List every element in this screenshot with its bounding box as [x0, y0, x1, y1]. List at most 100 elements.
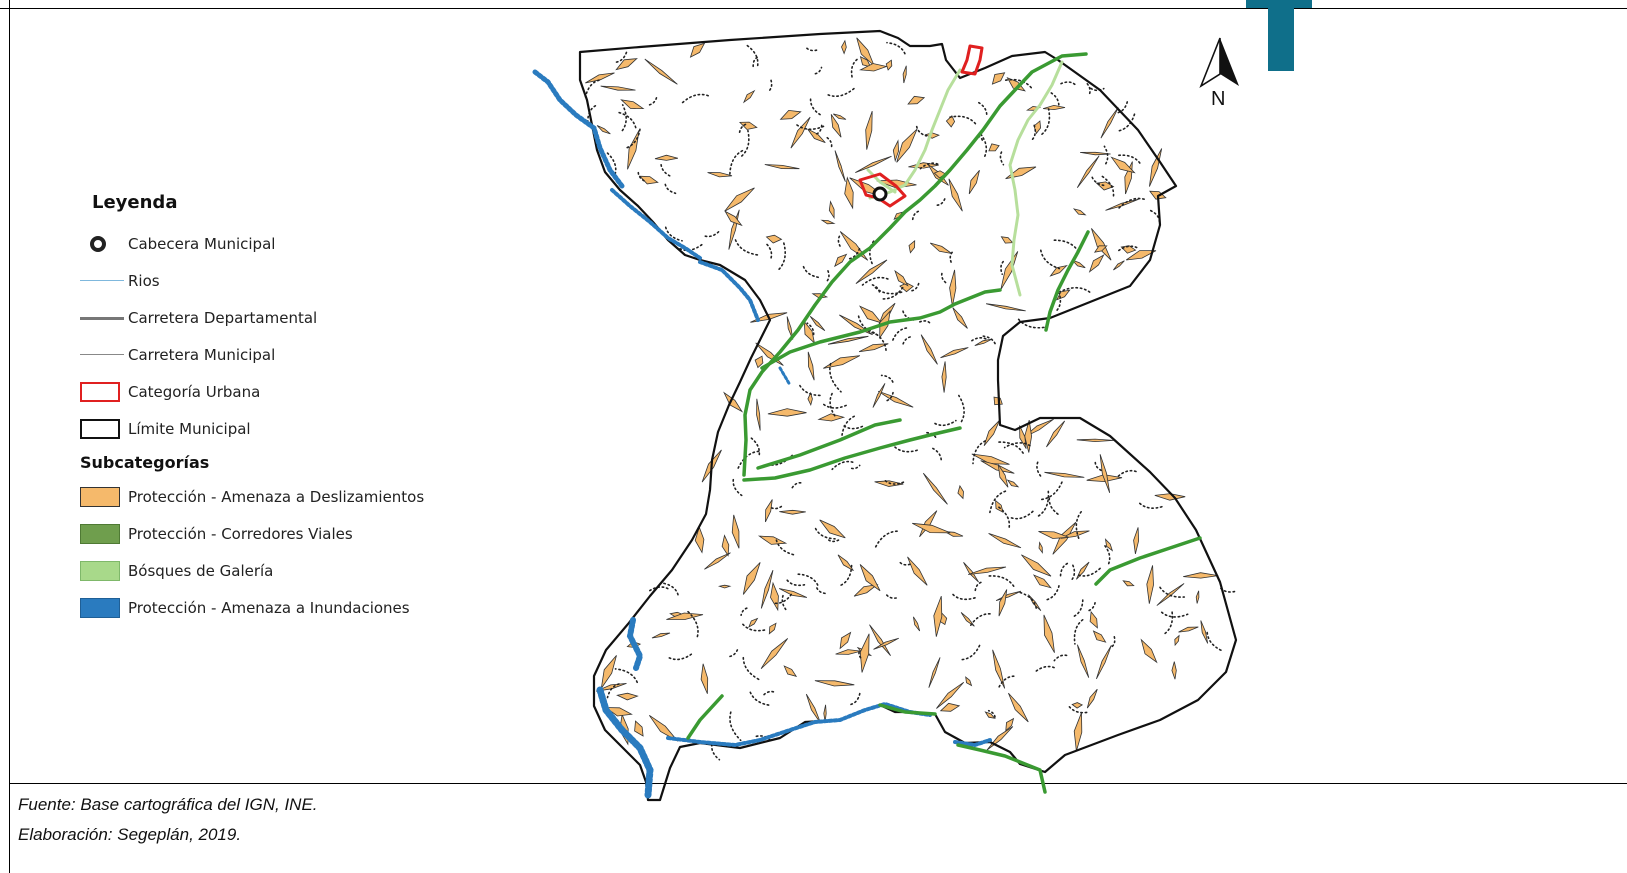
road-dot-trail: [891, 327, 908, 342]
landslide-patch: [724, 210, 743, 227]
road-dot-trail: [974, 581, 982, 592]
landslide-patch: [1092, 630, 1107, 643]
road-dot-trail: [940, 272, 947, 284]
landslide-patch: [717, 584, 732, 589]
road-dot-trail: [814, 66, 823, 75]
road-dot-trail: [1017, 318, 1048, 329]
landslide-patch: [929, 242, 952, 254]
landslide-patch: [839, 631, 852, 650]
road-dot-trail: [858, 651, 864, 661]
road-dot-trail: [1103, 145, 1109, 165]
road-dot-trail: [987, 709, 996, 718]
landslide-patch: [596, 125, 611, 135]
road-dot-trail: [660, 164, 674, 178]
landslide-patch: [754, 355, 764, 369]
road-dot-trail: [664, 226, 683, 242]
landslide-patch: [768, 622, 777, 635]
landslide-patch: [638, 175, 659, 185]
landslide-patch: [872, 383, 886, 408]
legend-item-label: Protección - Amenaza a Deslizamientos: [128, 487, 425, 506]
road-dot-trail: [831, 460, 854, 471]
landslide-patch: [616, 692, 639, 701]
landslide-patch: [1183, 572, 1219, 579]
road-dot-trail: [1040, 249, 1061, 270]
road-dot-trail: [617, 111, 637, 129]
landslide-patch: [721, 534, 730, 557]
road-dot-trail: [829, 362, 842, 393]
road-dot-trail: [840, 415, 855, 441]
landslide-patch: [1171, 661, 1177, 680]
landslide-patch: [585, 72, 615, 84]
legend-item-rios: Rios: [80, 262, 500, 299]
road-dot-trail: [901, 336, 911, 347]
legend-item-label: Protección - Amenaza a Inundaciones: [128, 598, 410, 617]
road-dot-trail: [770, 504, 785, 510]
road-dot-trail: [765, 242, 773, 259]
landslide-patch: [779, 588, 808, 598]
boundary-outline-icon: [80, 417, 126, 441]
legend-item-label: Carretera Municipal: [128, 345, 276, 364]
landslide-patch: [873, 637, 899, 650]
landslide-patch: [1005, 717, 1015, 732]
legend-item-label: Límite Municipal: [128, 419, 251, 438]
road-dot-trail: [997, 506, 1011, 528]
road-dot-trail: [786, 579, 806, 587]
road-dot-trail: [911, 210, 920, 221]
landslide-patch: [1178, 626, 1199, 633]
road-dot-trail: [999, 151, 1005, 166]
road-dot-trail: [774, 591, 794, 605]
road-dot-trail: [979, 335, 996, 345]
road-dot-trail: [874, 286, 905, 295]
landslide-patch: [819, 519, 846, 539]
landslide-patch: [757, 535, 788, 545]
road-dot-trail: [997, 441, 1024, 454]
landslide-patch: [1086, 688, 1098, 709]
caption-source: Fuente: Base cartográfica del IGN, INE.: [18, 795, 318, 814]
caption-credit: Elaboración: Segeplán, 2019.: [18, 825, 242, 844]
landslide-patch: [1104, 538, 1114, 552]
road-dot-trail: [886, 41, 906, 55]
road-dot-trail: [796, 124, 827, 131]
landslide-patch: [805, 693, 822, 724]
road-dot-trail: [729, 711, 742, 742]
road-corridor-swatch-icon: [80, 522, 126, 546]
urban-outline-icon: [80, 380, 126, 404]
road-dot-trail: [1071, 563, 1076, 580]
landslide-patch: [885, 59, 893, 71]
landslide-patch: [988, 533, 1022, 549]
landslide-patch: [1073, 712, 1083, 752]
landslide-patch: [790, 116, 811, 149]
municipal-road-icon: [80, 343, 126, 367]
road-dot-trail: [998, 675, 1015, 689]
landslide-patch: [654, 154, 679, 161]
road-dot-trail: [1068, 706, 1091, 714]
landslide-patch: [919, 510, 938, 538]
road-dot-trail: [615, 50, 628, 63]
road-dot-trail: [975, 100, 988, 115]
landslide-patch: [952, 307, 968, 329]
road-dot-trail: [857, 315, 880, 336]
landslide-patch: [1146, 565, 1154, 604]
landslide-patch: [595, 683, 627, 692]
landslide-patch: [858, 343, 889, 353]
landslide-patch: [604, 707, 633, 717]
road-dot-trail: [952, 593, 976, 601]
landslide-patch: [991, 72, 1006, 85]
gallery-forest-swatch-icon: [80, 559, 126, 583]
landslide-patch: [767, 408, 807, 417]
landslide-patch: [933, 595, 943, 637]
legend-item-carretera-municipal: Carretera Municipal: [80, 336, 500, 373]
road-dot-trail: [874, 530, 898, 549]
landslide-patch: [995, 590, 1022, 601]
legend-item-label: Protección - Corredores Viales: [128, 524, 353, 543]
landslide-patch: [1113, 260, 1125, 271]
landslide-patch: [1038, 531, 1069, 539]
road-corridors: [686, 52, 1202, 794]
road-dot-trail: [1139, 502, 1165, 509]
road-dot-trail: [681, 93, 709, 104]
road-dot-trail: [1116, 469, 1137, 478]
road-dot-trail: [1059, 286, 1091, 293]
road-dot-trail: [1036, 461, 1043, 478]
legend-item-categoria-urbana: Categoría Urbana: [80, 373, 500, 410]
landslide-patch: [948, 178, 963, 212]
